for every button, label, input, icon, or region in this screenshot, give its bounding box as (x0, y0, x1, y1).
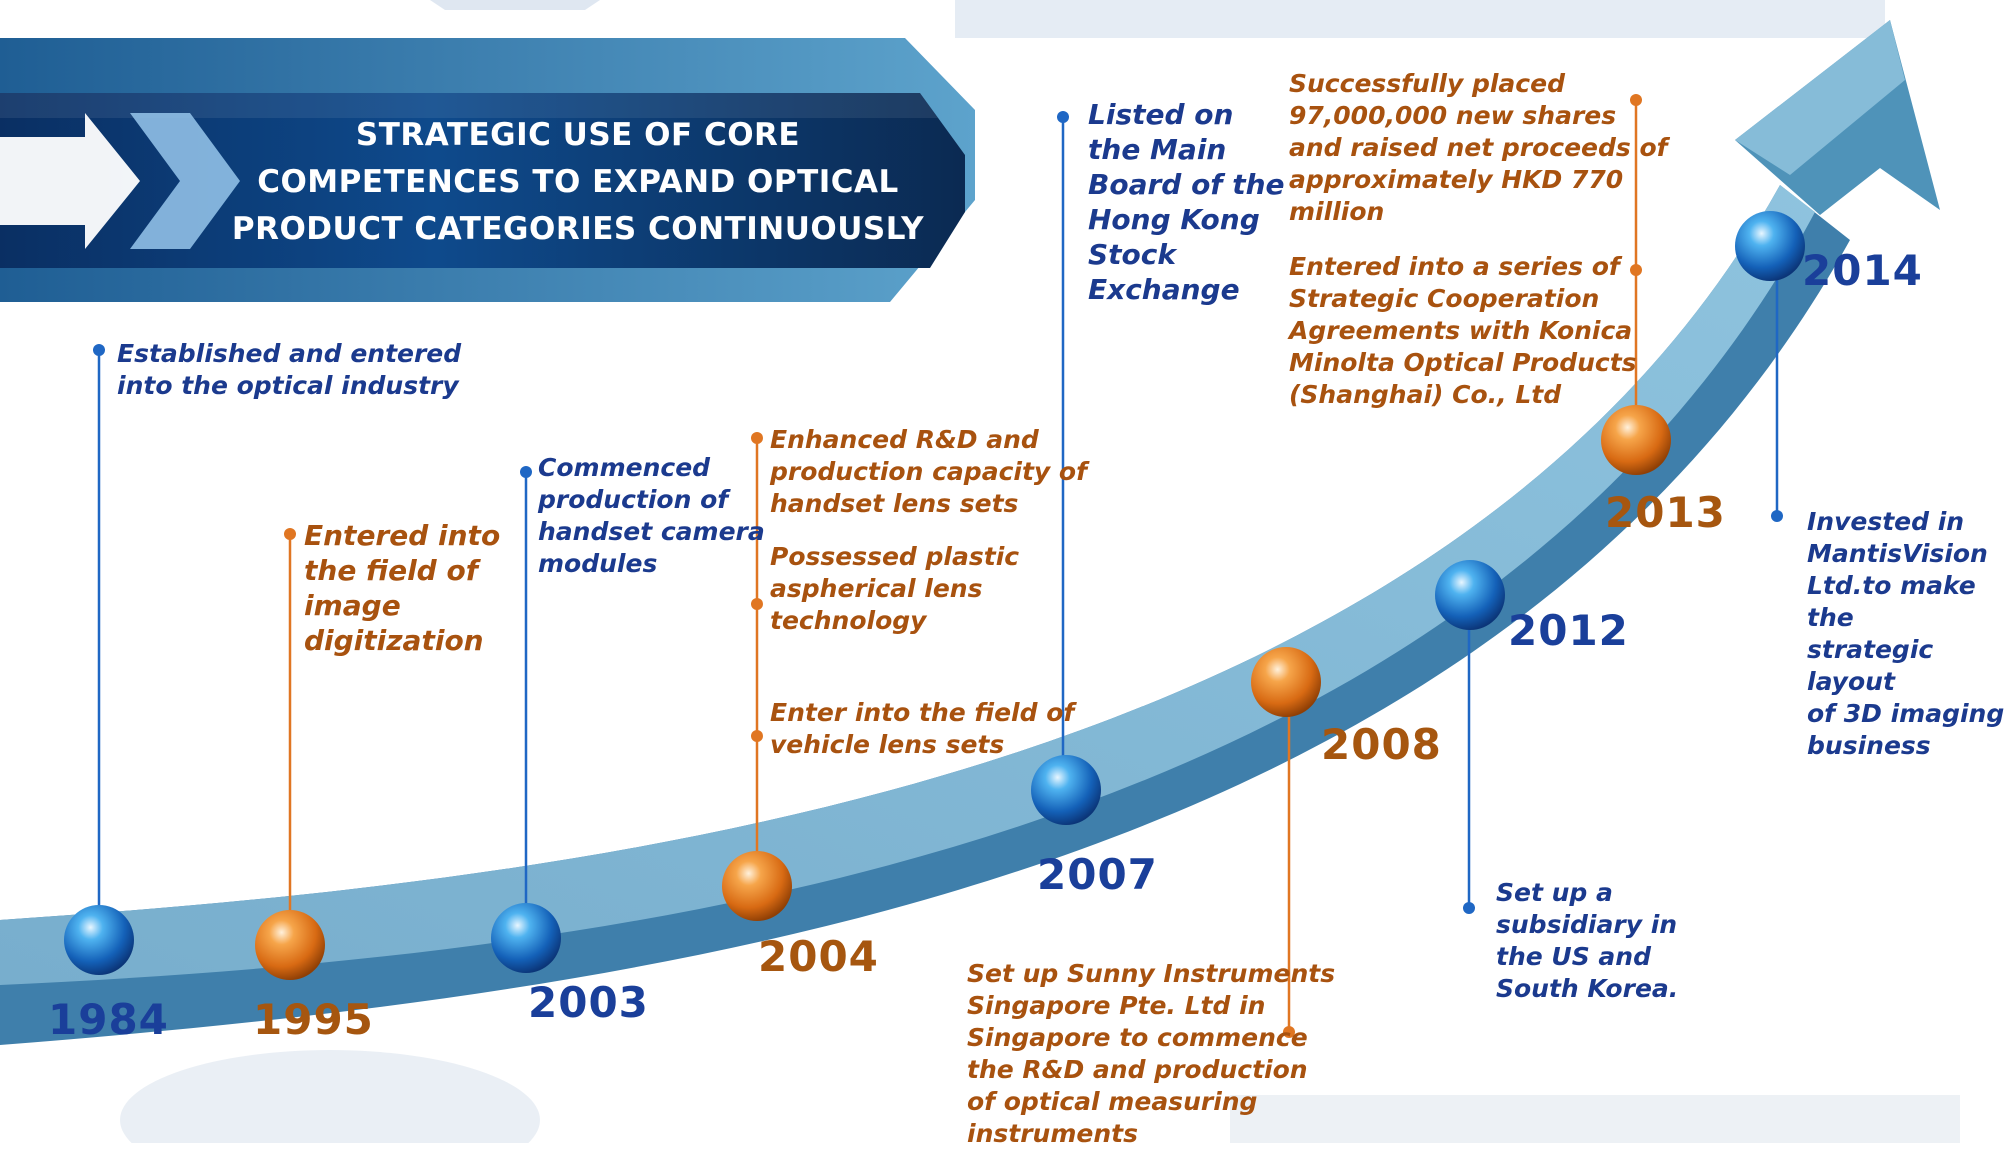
title-banner-shine (0, 93, 938, 118)
sphere-icon-1984 (64, 905, 134, 975)
event-2004-rd: Enhanced R&D and production capacity of … (770, 425, 1087, 518)
year-label-2012: 2012 (1508, 606, 1629, 655)
event-1995: Entered into the field of image digitiza… (304, 519, 501, 657)
page-title: STRATEGIC USE OF CORE COMPETENCES TO EXP… (231, 117, 925, 247)
event-2013-konica: Entered into a series of Strategic Coope… (1289, 252, 1637, 409)
event-2012: Set up a subsidiary in the US and South … (1496, 878, 1679, 1003)
event-2004-vehicle: Enter into the field of vehicle lens set… (770, 698, 1075, 759)
event-1984: Established and entered into the optical… (117, 339, 462, 400)
leader-lines (97, 100, 1779, 1032)
event-2003: Commenced production of handset camera m… (538, 453, 765, 578)
event-2007: Listed on the Main Board of the Hong Kon… (1088, 98, 1285, 306)
event-2008: Set up Sunny Instruments Singapore Pte. … (967, 959, 1336, 1148)
sphere-icon-2014 (1735, 211, 1805, 281)
event-2013-placement: Successfully placed 97,000,000 new share… (1289, 69, 1668, 226)
sphere-icon-2007 (1031, 755, 1101, 825)
sphere-icon-2004 (722, 851, 792, 921)
sphere-icon-2012 (1435, 560, 1505, 630)
right-arrow-icon (0, 113, 240, 249)
year-label-2004: 2004 (758, 932, 879, 981)
leader-dots (93, 94, 1783, 1038)
background-decoration (120, 0, 1960, 1143)
milestone-nodes (64, 211, 1805, 980)
year-label-2007: 2007 (1037, 850, 1158, 899)
event-2004-aspherical: Possessed plastic aspherical lens techno… (770, 542, 1020, 635)
year-label-2013: 2013 (1605, 488, 1726, 537)
year-label-1995: 1995 (253, 995, 374, 1044)
sphere-icon-2013 (1601, 405, 1671, 475)
year-label-1984: 1984 (48, 995, 169, 1044)
event-2014: Invested in MantisVision Ltd.to make the… (1807, 507, 2005, 760)
year-label-2008: 2008 (1321, 720, 1442, 769)
sphere-icon-1995 (255, 910, 325, 980)
sphere-icon-2003 (491, 903, 561, 973)
title-banner (0, 93, 965, 268)
year-label-2014: 2014 (1802, 246, 1923, 295)
year-label-2003: 2003 (528, 978, 649, 1027)
sphere-icon-2008 (1251, 647, 1321, 717)
